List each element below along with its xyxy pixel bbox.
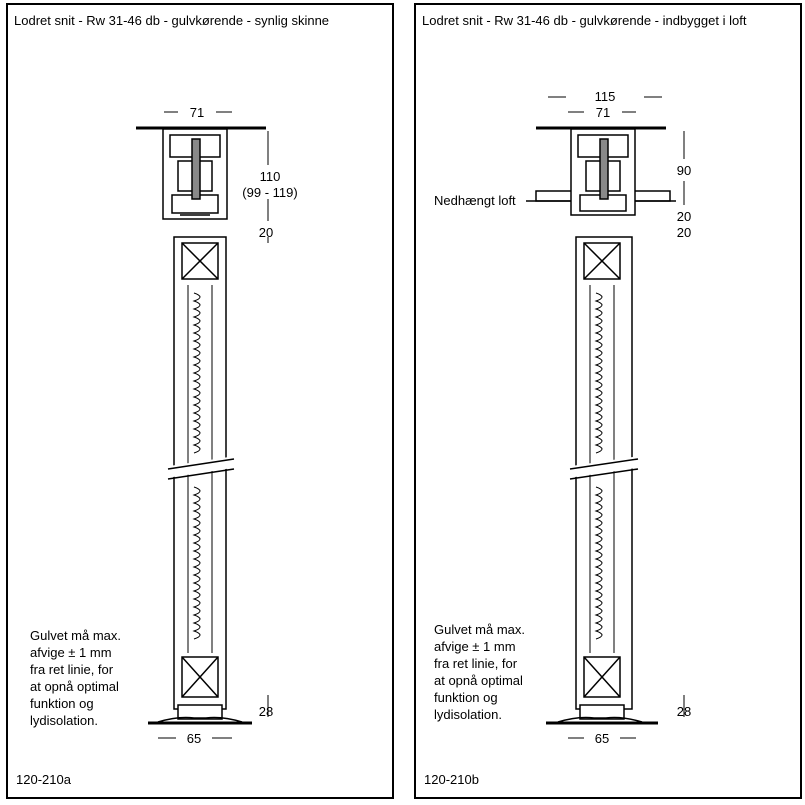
section-drawing [136, 111, 269, 739]
floor-base [148, 704, 252, 725]
door-panel [167, 236, 235, 710]
drawing-code: 120-210b [424, 772, 479, 787]
dimension-lines [548, 96, 685, 739]
track-profile [162, 128, 228, 220]
drawing-panel-b: Lodret snit - Rw 31-46 db - gulvkørende … [414, 3, 802, 799]
floor-tolerance-note: Gulvet må max. afvige ± 1 mm fra ret lin… [434, 622, 526, 722]
door-panel [569, 236, 639, 710]
dimension-lines [158, 111, 269, 739]
drawing-code: 120-210a [16, 772, 71, 787]
panel-title: Lodret snit - Rw 31-46 db - gulvkørende … [14, 13, 330, 28]
drawing-panel-a: Lodret snit - Rw 31-46 db - gulvkørende … [6, 3, 394, 799]
section-drawing [526, 96, 685, 739]
panel-title: Lodret snit - Rw 31-46 db - gulvkørende … [422, 13, 747, 28]
floor-tolerance-note: Gulvet må max. afvige ± 1 mm fra ret lin… [30, 628, 122, 728]
track-profile [570, 128, 636, 216]
floor-base [546, 704, 658, 725]
